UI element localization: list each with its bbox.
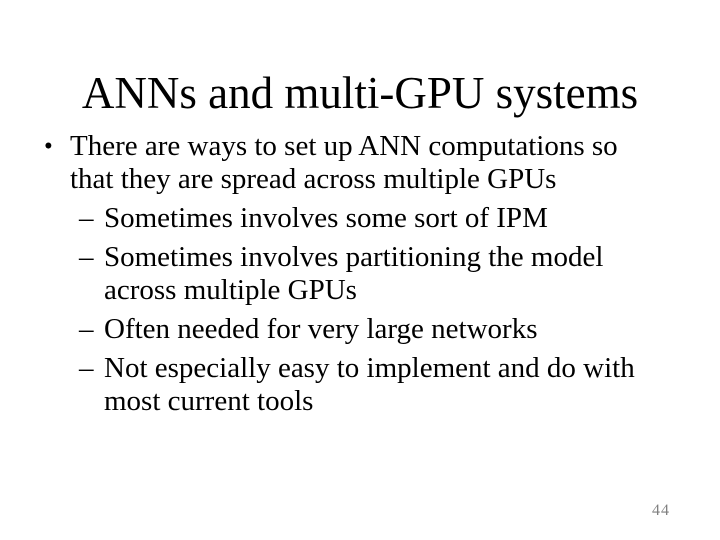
bullet-item: • There are ways to set up ANN computati… — [42, 130, 714, 196]
sub-bullet-item: – Sometimes involves some sort of IPM — [79, 202, 714, 235]
sub-bullet-item: – Sometimes involves partitioning the mo… — [79, 241, 714, 307]
dash-icon: – — [79, 202, 94, 234]
bullet-line: There are ways to set up ANN computation… — [70, 130, 618, 162]
dash-icon: – — [79, 241, 94, 273]
sub-bullet-item: – Not especially easy to implement and d… — [79, 352, 714, 418]
sub-bullet-line: Not especially easy to implement and do … — [104, 352, 635, 384]
sub-bullet-line: Sometimes involves partitioning the mode… — [104, 241, 604, 273]
page-number: 44 — [652, 502, 670, 519]
sub-bullet-line: Sometimes involves some sort of IPM — [104, 202, 548, 234]
bullet-line: that they are spread across multiple GPU… — [70, 163, 557, 195]
dash-icon: – — [79, 313, 94, 345]
sub-bullet-item: – Often needed for very large networks — [79, 313, 714, 346]
slide-title: ANNs and multi-GPU systems — [81, 68, 639, 119]
bullet-icon: • — [44, 133, 53, 160]
dash-icon: – — [79, 352, 94, 384]
sub-bullet-line: most current tools — [104, 385, 314, 417]
sub-bullet-line: across multiple GPUs — [104, 274, 357, 306]
sub-bullet-line: Often needed for very large networks — [104, 313, 538, 345]
slide-body: • There are ways to set up ANN computati… — [42, 130, 714, 418]
